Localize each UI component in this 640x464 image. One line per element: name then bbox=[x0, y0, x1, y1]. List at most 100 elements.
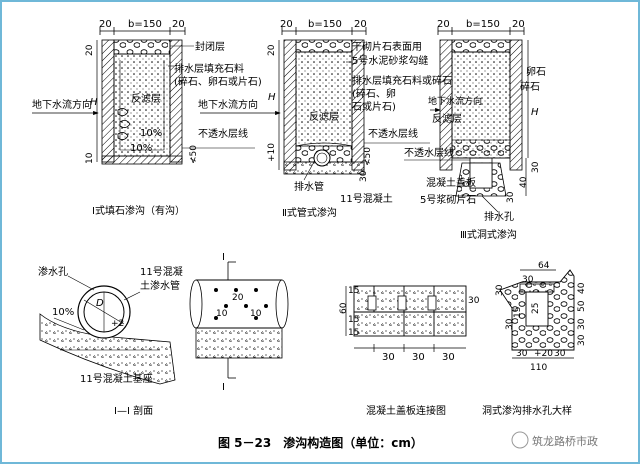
p2-label-drain3: 石或片石) bbox=[352, 100, 396, 113]
p5-title: 混凝土盖板连接图 bbox=[366, 404, 446, 417]
p2-dim-right: 20 bbox=[354, 19, 367, 30]
p4-label-seep: 渗水孔 bbox=[38, 265, 68, 278]
p4-pct: 10% bbox=[52, 307, 74, 318]
p3-label-flow: 地下水流方向 bbox=[428, 95, 482, 107]
p2-label-pipe: 排水管 bbox=[294, 180, 324, 193]
p3-label-cover: 混凝土盖板 bbox=[426, 176, 476, 189]
p3-dim-left: 20 bbox=[437, 19, 450, 30]
p1-dim-right: 20 bbox=[172, 19, 185, 30]
p3-label-mortar-stone: 5号浆砌片石 bbox=[420, 193, 476, 206]
watermark-logo-icon bbox=[511, 431, 529, 449]
p5-dim-30: 30 bbox=[468, 296, 480, 306]
p2-label-drain2: (碎石、卵 bbox=[352, 87, 396, 100]
panel-6-drain-hole-detail: 64 30 30 40 50 30 15 25 30 30 +20 30 110… bbox=[482, 261, 587, 417]
p3-label-pebble: 卵石 bbox=[526, 66, 546, 78]
p1-pct-2: 10% bbox=[130, 143, 152, 154]
p2-label-pave: 干砌片石表面用 bbox=[352, 40, 422, 53]
p2-dim-10: +10 bbox=[267, 143, 277, 162]
p4-label-base: 11号混凝土基座 bbox=[80, 372, 153, 385]
p4-label-plus2: +2 bbox=[111, 319, 124, 329]
p4-dim-20: 20 bbox=[232, 293, 244, 303]
p6-dim-30b: 30 bbox=[495, 284, 505, 296]
p1-dim-50: ≮50 bbox=[189, 145, 199, 164]
p3-label-gravel: 碎石 bbox=[520, 80, 540, 93]
p6-dim-40: 40 bbox=[577, 282, 587, 294]
p5-dim-bottom-1: 30 bbox=[412, 352, 425, 363]
p3-dim-30b: 30 bbox=[506, 191, 516, 203]
p1-dim-h: H bbox=[90, 97, 98, 108]
p6-dim-30d: 30 bbox=[577, 334, 587, 346]
p2-dim-left: 20 bbox=[280, 19, 293, 30]
p1-label-seal: 封闭层 bbox=[195, 40, 225, 53]
p2-dim-50: ≮50 bbox=[363, 147, 373, 166]
panel-1-stone-trench: 20 b=150 20 20 H 10 封闭层 排水层填充石料 (碎石、卵石或片… bbox=[32, 19, 262, 217]
p1-label-drain1: 排水层填充石料 bbox=[174, 62, 244, 75]
p2-label-drain1: 排水层填充石料或碎石 bbox=[352, 74, 452, 87]
p4-title: Ⅰ—Ⅰ 剖面 bbox=[114, 404, 153, 417]
p1-label-imperm: 不透水层线 bbox=[198, 127, 248, 140]
p1-dim-left: 20 bbox=[99, 19, 112, 30]
p3-label-imperm: 不透水层线 bbox=[404, 146, 454, 159]
p3-dim-h: H bbox=[531, 107, 539, 118]
p6-dim-25: 25 bbox=[531, 303, 541, 314]
p1-label-flow: 地下水流方向 bbox=[32, 98, 92, 111]
p5-dim-15a: 15 bbox=[348, 286, 359, 296]
figure-caption: 图 5－23 渗沟构造图（单位：cm） bbox=[218, 435, 423, 450]
p2-label-concrete: 11号混凝土 bbox=[340, 192, 393, 205]
p2-label-mortar: 5号水泥砂浆勾缝 bbox=[352, 54, 428, 67]
panel-3-culvert-trench: 20 b=150 20 H 卵石 碎石 地下水流方向 反滤层 不透水层线 混凝土… bbox=[404, 19, 546, 241]
p6-dim-50: 50 bbox=[577, 300, 587, 312]
p2-dim-30: 30 bbox=[359, 170, 369, 182]
p1-dim-b: b=150 bbox=[128, 19, 162, 30]
p5-dim-bottom-0: 30 bbox=[382, 352, 395, 363]
p4-label-d: D bbox=[96, 298, 104, 309]
p2-label-filter: 反滤层 bbox=[309, 110, 339, 123]
p5-dim-15c: 15 bbox=[348, 328, 359, 338]
p3-label-hole: 排水孔 bbox=[484, 210, 514, 223]
p6-dim-110: 110 bbox=[530, 363, 547, 373]
p6-dim-64: 64 bbox=[538, 261, 550, 271]
panel-2-pipe-trench: 20 b=150 20 20 H +10 干砌片石表面用 5号水泥砂浆勾缝 排水… bbox=[198, 19, 452, 219]
p4-dim-10a: 10 bbox=[216, 309, 228, 319]
p2-dim-b: b=150 bbox=[308, 19, 342, 30]
p6-dim-plus20: +20 bbox=[534, 349, 553, 359]
p2-label-imperm: 不透水层线 bbox=[368, 127, 418, 140]
p6-dim-30g: 30 bbox=[505, 318, 515, 330]
p3-dim-right: 20 bbox=[512, 19, 525, 30]
p3-dim-40: 40 bbox=[519, 176, 529, 188]
p3-dim-30a: 30 bbox=[531, 161, 541, 173]
p4-sect-bot: I bbox=[222, 382, 225, 393]
p3-dim-b: b=150 bbox=[466, 19, 500, 30]
p2-dim-h: H bbox=[268, 92, 276, 103]
p4-sect-top: I bbox=[222, 252, 225, 263]
p6-dim-30e: 30 bbox=[516, 349, 528, 359]
p6-dim-15: 15 bbox=[513, 307, 523, 318]
p6-dim-30f: 30 bbox=[554, 349, 566, 359]
p4-dim-10b: 10 bbox=[250, 309, 262, 319]
p2-dim-20: 20 bbox=[267, 44, 277, 56]
p2-title: Ⅱ式管式渗沟 bbox=[282, 206, 337, 219]
watermark-text: 筑龙路桥市政 bbox=[532, 434, 598, 448]
p2-label-flow: 地下水流方向 bbox=[198, 98, 258, 111]
p4-label-pipe1: 11号混凝 bbox=[140, 266, 183, 278]
p1-label-drain2: (碎石、卵石或片石) bbox=[174, 75, 262, 88]
p4-label-pipe2: 土渗水管 bbox=[140, 279, 180, 292]
p6-dim-30c: 30 bbox=[577, 318, 587, 330]
panel-4-section-I-I: D +2 10% 渗水孔 11号混凝 土渗水管 11号混凝土基座 20 10 1… bbox=[38, 252, 289, 417]
p3-label-filter: 反滤层 bbox=[432, 112, 462, 125]
p5-dim-bottom-2: 30 bbox=[442, 352, 455, 363]
p6-title: 洞式渗沟排水孔大样 bbox=[482, 404, 572, 417]
p1-label-filter: 反滤层 bbox=[131, 92, 161, 105]
panel-5-cover-joint: 60 15 15 15 30 30 30 30 混凝土盖板连接图 bbox=[339, 285, 480, 417]
p5-dim-15b: 15 bbox=[348, 315, 359, 325]
p5-dim-60: 60 bbox=[339, 302, 349, 314]
p3-title: Ⅲ式洞式渗沟 bbox=[460, 228, 517, 241]
p1-dim-10: 10 bbox=[85, 152, 95, 164]
p1-title: Ⅰ式填石渗沟（有沟） bbox=[92, 204, 185, 217]
p1-pct-1: 10% bbox=[140, 128, 162, 139]
p6-dim-30a: 30 bbox=[522, 275, 534, 285]
p1-dim-20: 20 bbox=[85, 44, 95, 56]
